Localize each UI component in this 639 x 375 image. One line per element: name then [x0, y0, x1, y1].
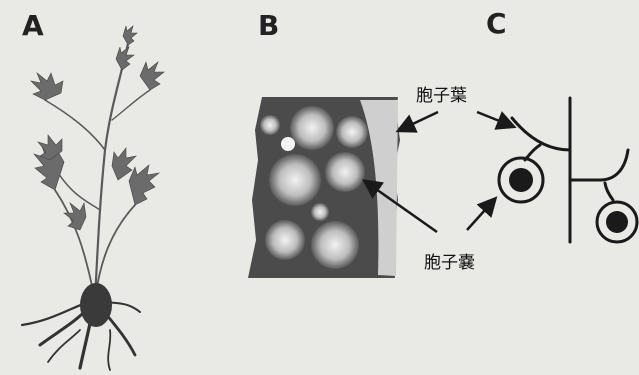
sporophyll-label: 胞子葉: [416, 88, 467, 105]
sporangium-label: 胞子嚢: [424, 255, 475, 272]
